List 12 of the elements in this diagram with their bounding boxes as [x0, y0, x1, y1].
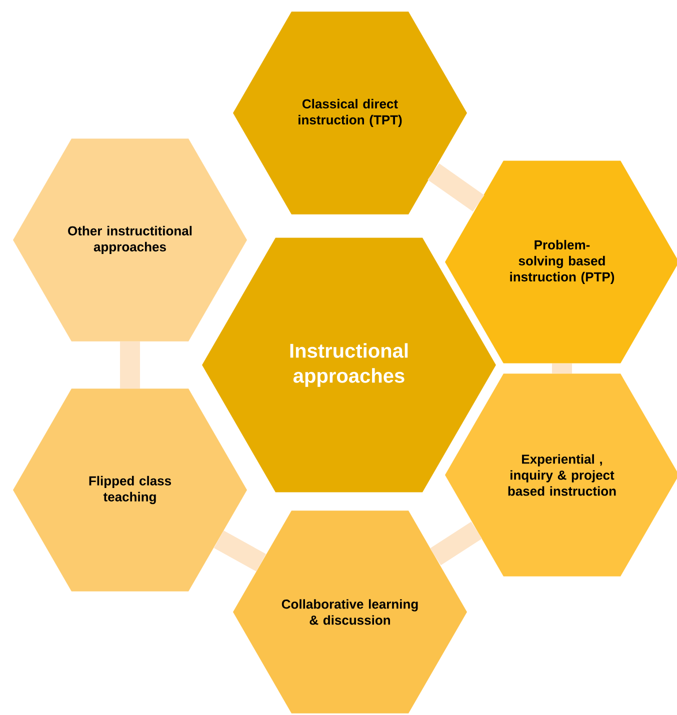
- hexagon: Other instructitional approaches: [13, 138, 247, 342]
- connector-band: [428, 163, 484, 212]
- connector-band: [120, 342, 140, 388]
- connector-band: [430, 522, 482, 566]
- connector-band: [552, 364, 572, 374]
- hexagon: Flipped class teaching: [13, 388, 247, 592]
- hexagon: Experiential , inquiry & project based instruction: [445, 374, 677, 576]
- hexagon: Classical direct instruction (TPT): [233, 12, 467, 214]
- hexagon: Collaborative learning & discussion: [233, 510, 467, 714]
- connector-band: [214, 530, 266, 572]
- hexagon: Problem-solving based instruction (PTP): [445, 160, 677, 364]
- central-hexagon: Instructional approaches: [202, 238, 496, 492]
